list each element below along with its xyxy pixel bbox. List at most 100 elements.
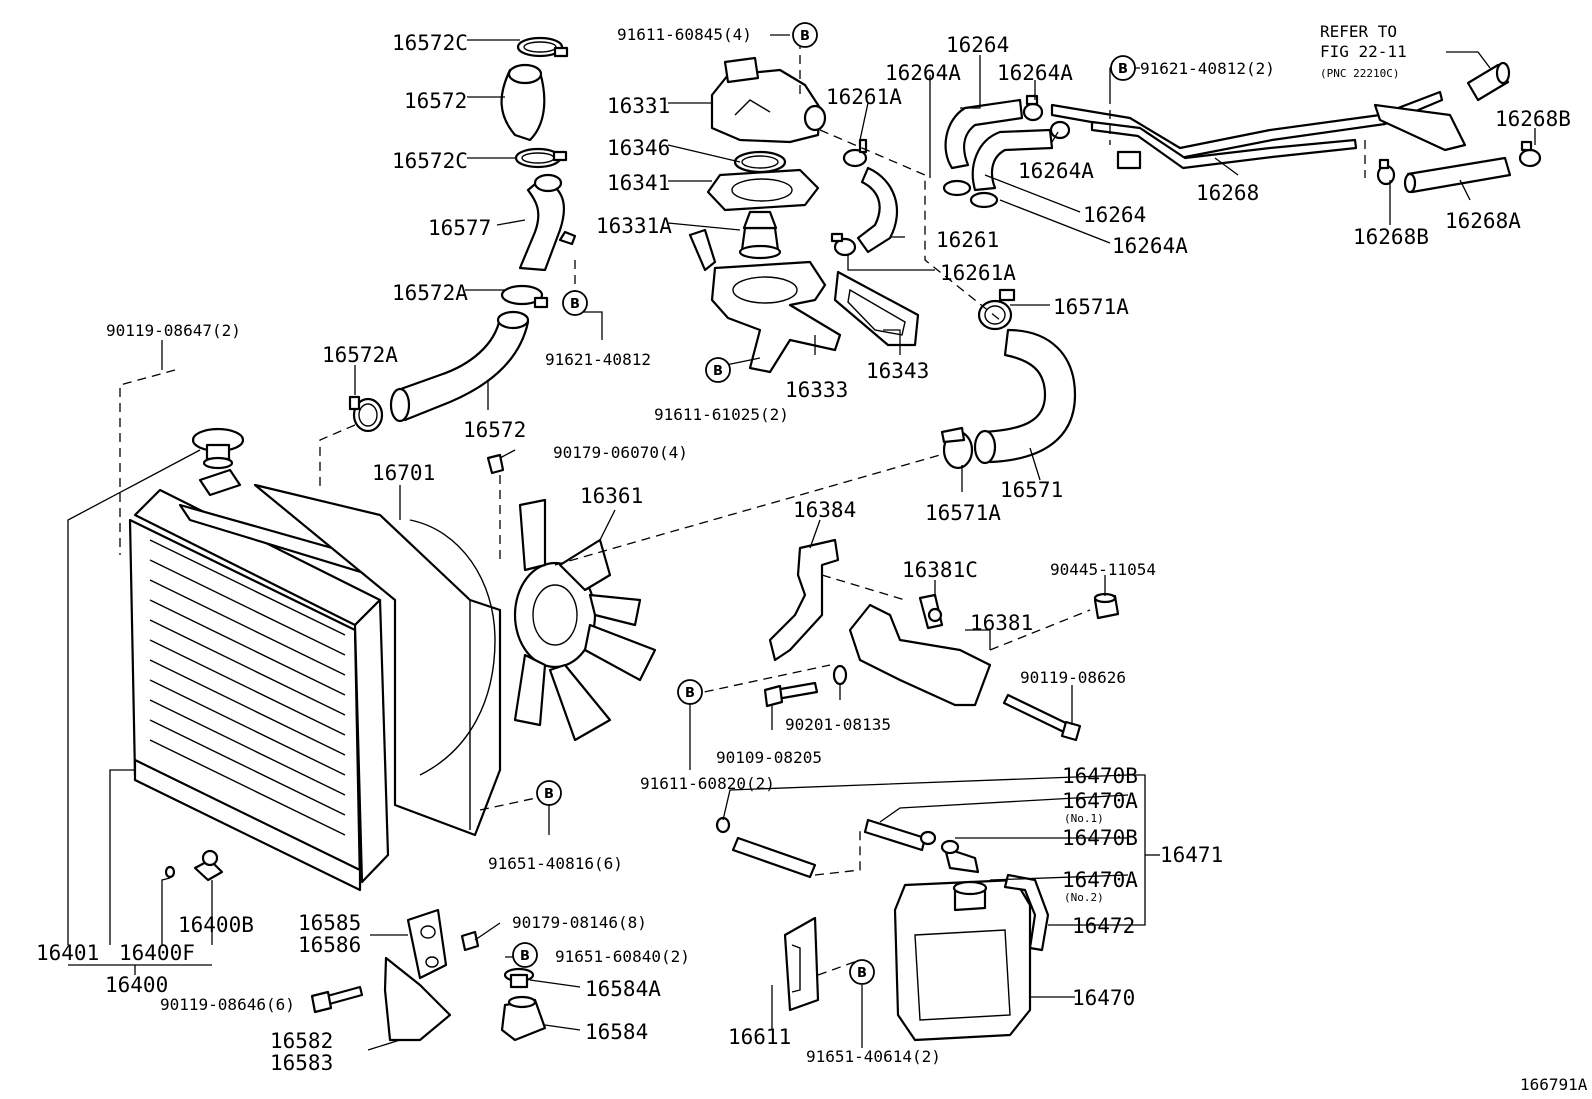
svg-text:B: B bbox=[520, 949, 530, 964]
radiator-hose-16572-upper bbox=[500, 63, 546, 142]
hose-clamp-16571A-top bbox=[977, 288, 1016, 331]
label-91611-61025: 91611-61025(2) bbox=[654, 405, 789, 424]
bolt-90119-08646 bbox=[310, 985, 364, 1014]
label-16261: 16261 bbox=[936, 228, 999, 252]
label-90179-08146: 90179-08146(8) bbox=[512, 913, 647, 932]
label-90119-08646: 90119-08646(6) bbox=[160, 995, 295, 1014]
label-16585: 16585 bbox=[298, 911, 361, 935]
label-16341: 16341 bbox=[607, 171, 670, 195]
label-16346: 16346 bbox=[607, 136, 670, 160]
label-16268: 16268 bbox=[1196, 181, 1259, 205]
label-16261A-top: 16261A bbox=[826, 85, 902, 109]
label-16264A-c: 16264A bbox=[1018, 159, 1094, 183]
svg-text:B: B bbox=[1118, 62, 1128, 77]
label-16582: 16582 bbox=[270, 1029, 333, 1053]
hose-clamp-16268B-low bbox=[1376, 158, 1396, 186]
label-16331A: 16331A bbox=[596, 214, 672, 238]
thermostat-16331A bbox=[738, 210, 782, 260]
fan-16361 bbox=[513, 498, 657, 742]
label-91611-60845: 91611-60845(4) bbox=[617, 25, 752, 44]
bolt-90109-08205 bbox=[763, 681, 819, 708]
label-90445-11054: 90445-11054 bbox=[1050, 560, 1156, 579]
cushion-16584A bbox=[503, 967, 535, 989]
label-16268B-low: 16268B bbox=[1353, 225, 1429, 249]
label-16400F: 16400F bbox=[119, 941, 195, 965]
label-16400B: 16400B bbox=[178, 913, 254, 937]
label-16572A-left: 16572A bbox=[322, 343, 398, 367]
label-16470B-mid: 16470B bbox=[1062, 826, 1138, 850]
label-16571A-bottom: 16571A bbox=[925, 501, 1001, 525]
label-16470B-top: 16470B bbox=[1062, 764, 1138, 788]
cushion-16584 bbox=[500, 995, 547, 1042]
hose-clamp-16571A-bottom bbox=[940, 426, 974, 470]
bracket-16611 bbox=[783, 916, 820, 1012]
label-16264-top: 16264 bbox=[946, 33, 1009, 57]
hose-clamp-16264A-b bbox=[1049, 120, 1071, 140]
fan-shroud-16701 bbox=[253, 483, 502, 837]
label-16572C-top: 16572C bbox=[392, 31, 468, 55]
hose-clamp-16470B-mid bbox=[940, 839, 960, 855]
heater-hose-16268A bbox=[1403, 156, 1512, 194]
water-inlet-housing-16331 bbox=[710, 56, 827, 144]
hose-clamp-16572C-mid bbox=[514, 147, 568, 169]
label-91611-60820: 91611-60820(2) bbox=[640, 774, 775, 793]
hose-clamp-16572A-right bbox=[500, 284, 549, 309]
refer-line-3: (PNC 22210C) bbox=[1320, 67, 1399, 80]
label-16384: 16384 bbox=[793, 498, 856, 522]
label-no1: (No.1) bbox=[1064, 812, 1104, 825]
reservoir-tank-16470 bbox=[893, 878, 1032, 1042]
hose-clamp-16264A-a bbox=[1022, 94, 1044, 122]
label-16333: 16333 bbox=[785, 378, 848, 402]
label-16401: 16401 bbox=[36, 941, 99, 965]
label-no2: (No.2) bbox=[1064, 891, 1104, 904]
drain-plug-16400F bbox=[164, 865, 176, 879]
label-16571: 16571 bbox=[1000, 478, 1063, 502]
label-16584A: 16584A bbox=[585, 977, 661, 1001]
label-16400: 16400 bbox=[105, 973, 168, 997]
svg-text:B: B bbox=[857, 966, 867, 981]
label-90109-08205: 90109-08205 bbox=[716, 748, 822, 767]
hose-clamp-16572A-left bbox=[348, 395, 384, 433]
svg-text:B: B bbox=[570, 297, 580, 312]
label-90119-08647: 90119-08647(2) bbox=[106, 321, 241, 340]
label-16470A-no1: 16470A bbox=[1062, 789, 1138, 813]
hose-clamp-16268B-right bbox=[1518, 140, 1542, 168]
water-outlet-16333 bbox=[688, 228, 842, 374]
label-16268A: 16268A bbox=[1445, 209, 1521, 233]
label-16261A-bottom: 16261A bbox=[940, 261, 1016, 285]
label-16471: 16471 bbox=[1160, 843, 1223, 867]
svg-text:B: B bbox=[685, 686, 695, 701]
label-16264A-b: 16264A bbox=[997, 61, 1073, 85]
bolt-90119-08626 bbox=[1002, 693, 1082, 742]
heater-hose-16264-b bbox=[971, 128, 1054, 192]
hose-clamp-16572C-top bbox=[516, 36, 569, 58]
label-16611: 16611 bbox=[728, 1025, 791, 1049]
radiator-16400 bbox=[128, 468, 422, 892]
bypass-hose-16261 bbox=[856, 166, 899, 254]
label-16584: 16584 bbox=[585, 1020, 648, 1044]
label-16572-top: 16572 bbox=[404, 89, 467, 113]
radiator-hose-16571 bbox=[973, 328, 1077, 465]
leader-lines bbox=[67, 34, 1536, 1051]
hose-clamp-16470A-no1 bbox=[919, 830, 937, 846]
pipe-end-fig-22-11 bbox=[1466, 61, 1511, 102]
bolt-mark-b-91611-60845: B bbox=[792, 22, 818, 48]
clamp-16381C bbox=[918, 593, 944, 630]
bolt-mark-b-91651-40816: B bbox=[536, 780, 562, 806]
label-16577: 16577 bbox=[428, 216, 491, 240]
svg-text:B: B bbox=[544, 787, 554, 802]
refer-line-1: REFER TO bbox=[1320, 22, 1397, 41]
bracket-16381 bbox=[848, 603, 992, 707]
bolt-mark-b-91621-40812-left: B bbox=[562, 290, 588, 316]
collar-90445-11054 bbox=[1093, 592, 1120, 620]
overflow-hose-16472 bbox=[1003, 873, 1050, 952]
washer-90201-08135 bbox=[832, 664, 848, 686]
label-91621-40812-top: 91621-40812(2) bbox=[1140, 59, 1275, 78]
label-16331: 16331 bbox=[607, 94, 670, 118]
reservoir-hose-16471 bbox=[731, 818, 980, 879]
label-16343: 16343 bbox=[866, 359, 929, 383]
drain-cock-16400B bbox=[193, 849, 224, 882]
label-90179-06070: 90179-06070(4) bbox=[553, 443, 688, 462]
radiator-hose-16572-lower bbox=[389, 310, 530, 423]
